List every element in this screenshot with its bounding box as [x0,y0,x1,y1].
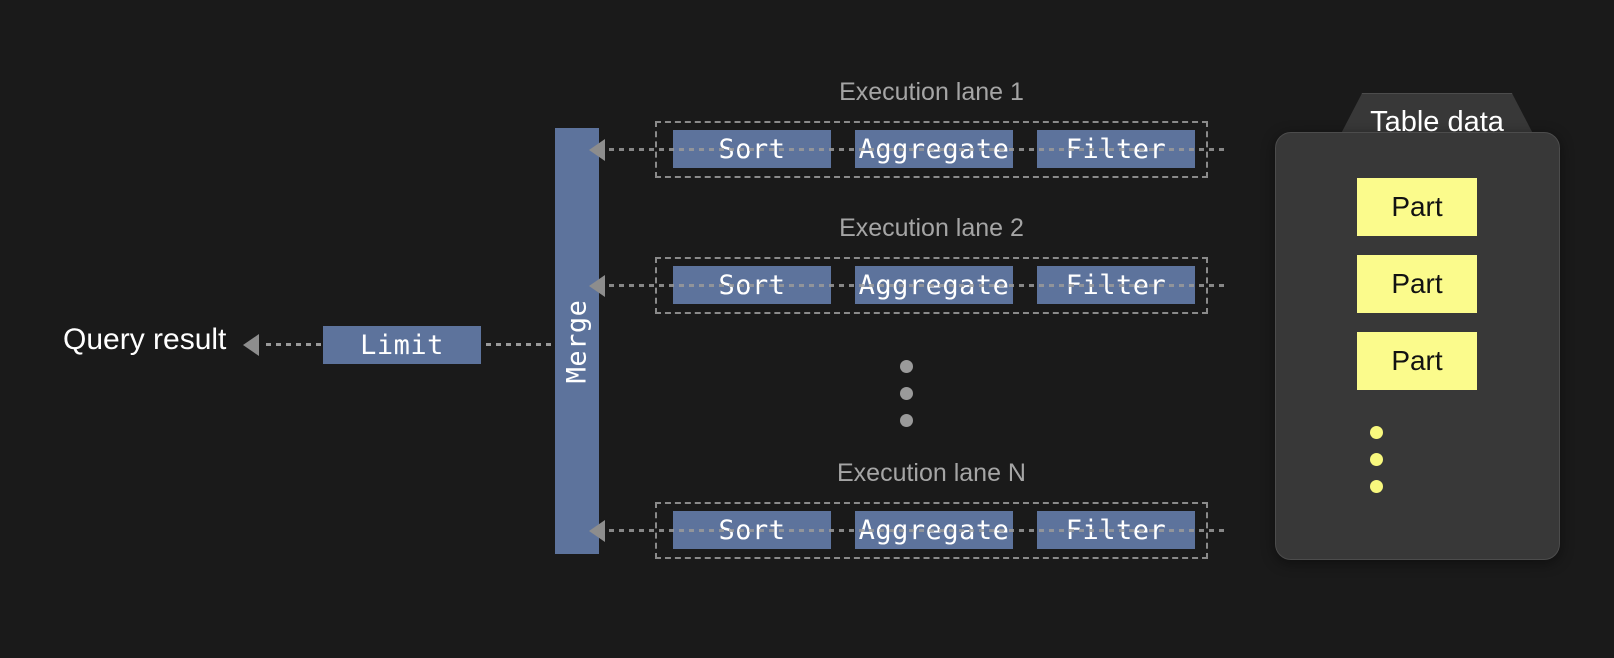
lane-ellipsis [900,360,913,441]
part-box-3[interactable]: Part [1357,332,1477,390]
lane-label-1: Execution lane 1 [839,78,1024,106]
arrow-lane-2-to-merge-icon [589,275,605,297]
operator-limit[interactable]: Limit [323,326,481,364]
ellipsis-dot [1370,480,1383,493]
connector-lane-2 [599,284,1228,287]
table-data-title: Table data [1370,105,1504,138]
part-box-1[interactable]: Part [1357,178,1477,236]
lane-label-2: Execution lane 2 [839,214,1024,242]
arrow-to-query-result-icon [243,334,259,356]
ellipsis-dot [900,360,913,373]
merge-label: Merge [561,299,593,383]
connector-lane-n [599,529,1228,532]
lane-label-n: Execution lane N [836,459,1026,487]
query-result-label: Query result [63,323,227,356]
ellipsis-dot [900,414,913,427]
ellipsis-dot [1370,453,1383,466]
arrow-lane-1-to-merge-icon [589,139,605,161]
arrow-lane-n-to-merge-icon [589,520,605,542]
table-data-panel[interactable]: Table data Part Part Part [1275,93,1560,560]
ellipsis-dot [900,387,913,400]
connector-lane-1 [599,148,1228,151]
part-ellipsis [1370,426,1383,507]
merge-bar[interactable]: Merge [555,128,599,554]
part-box-2[interactable]: Part [1357,255,1477,313]
ellipsis-dot [1370,426,1383,439]
